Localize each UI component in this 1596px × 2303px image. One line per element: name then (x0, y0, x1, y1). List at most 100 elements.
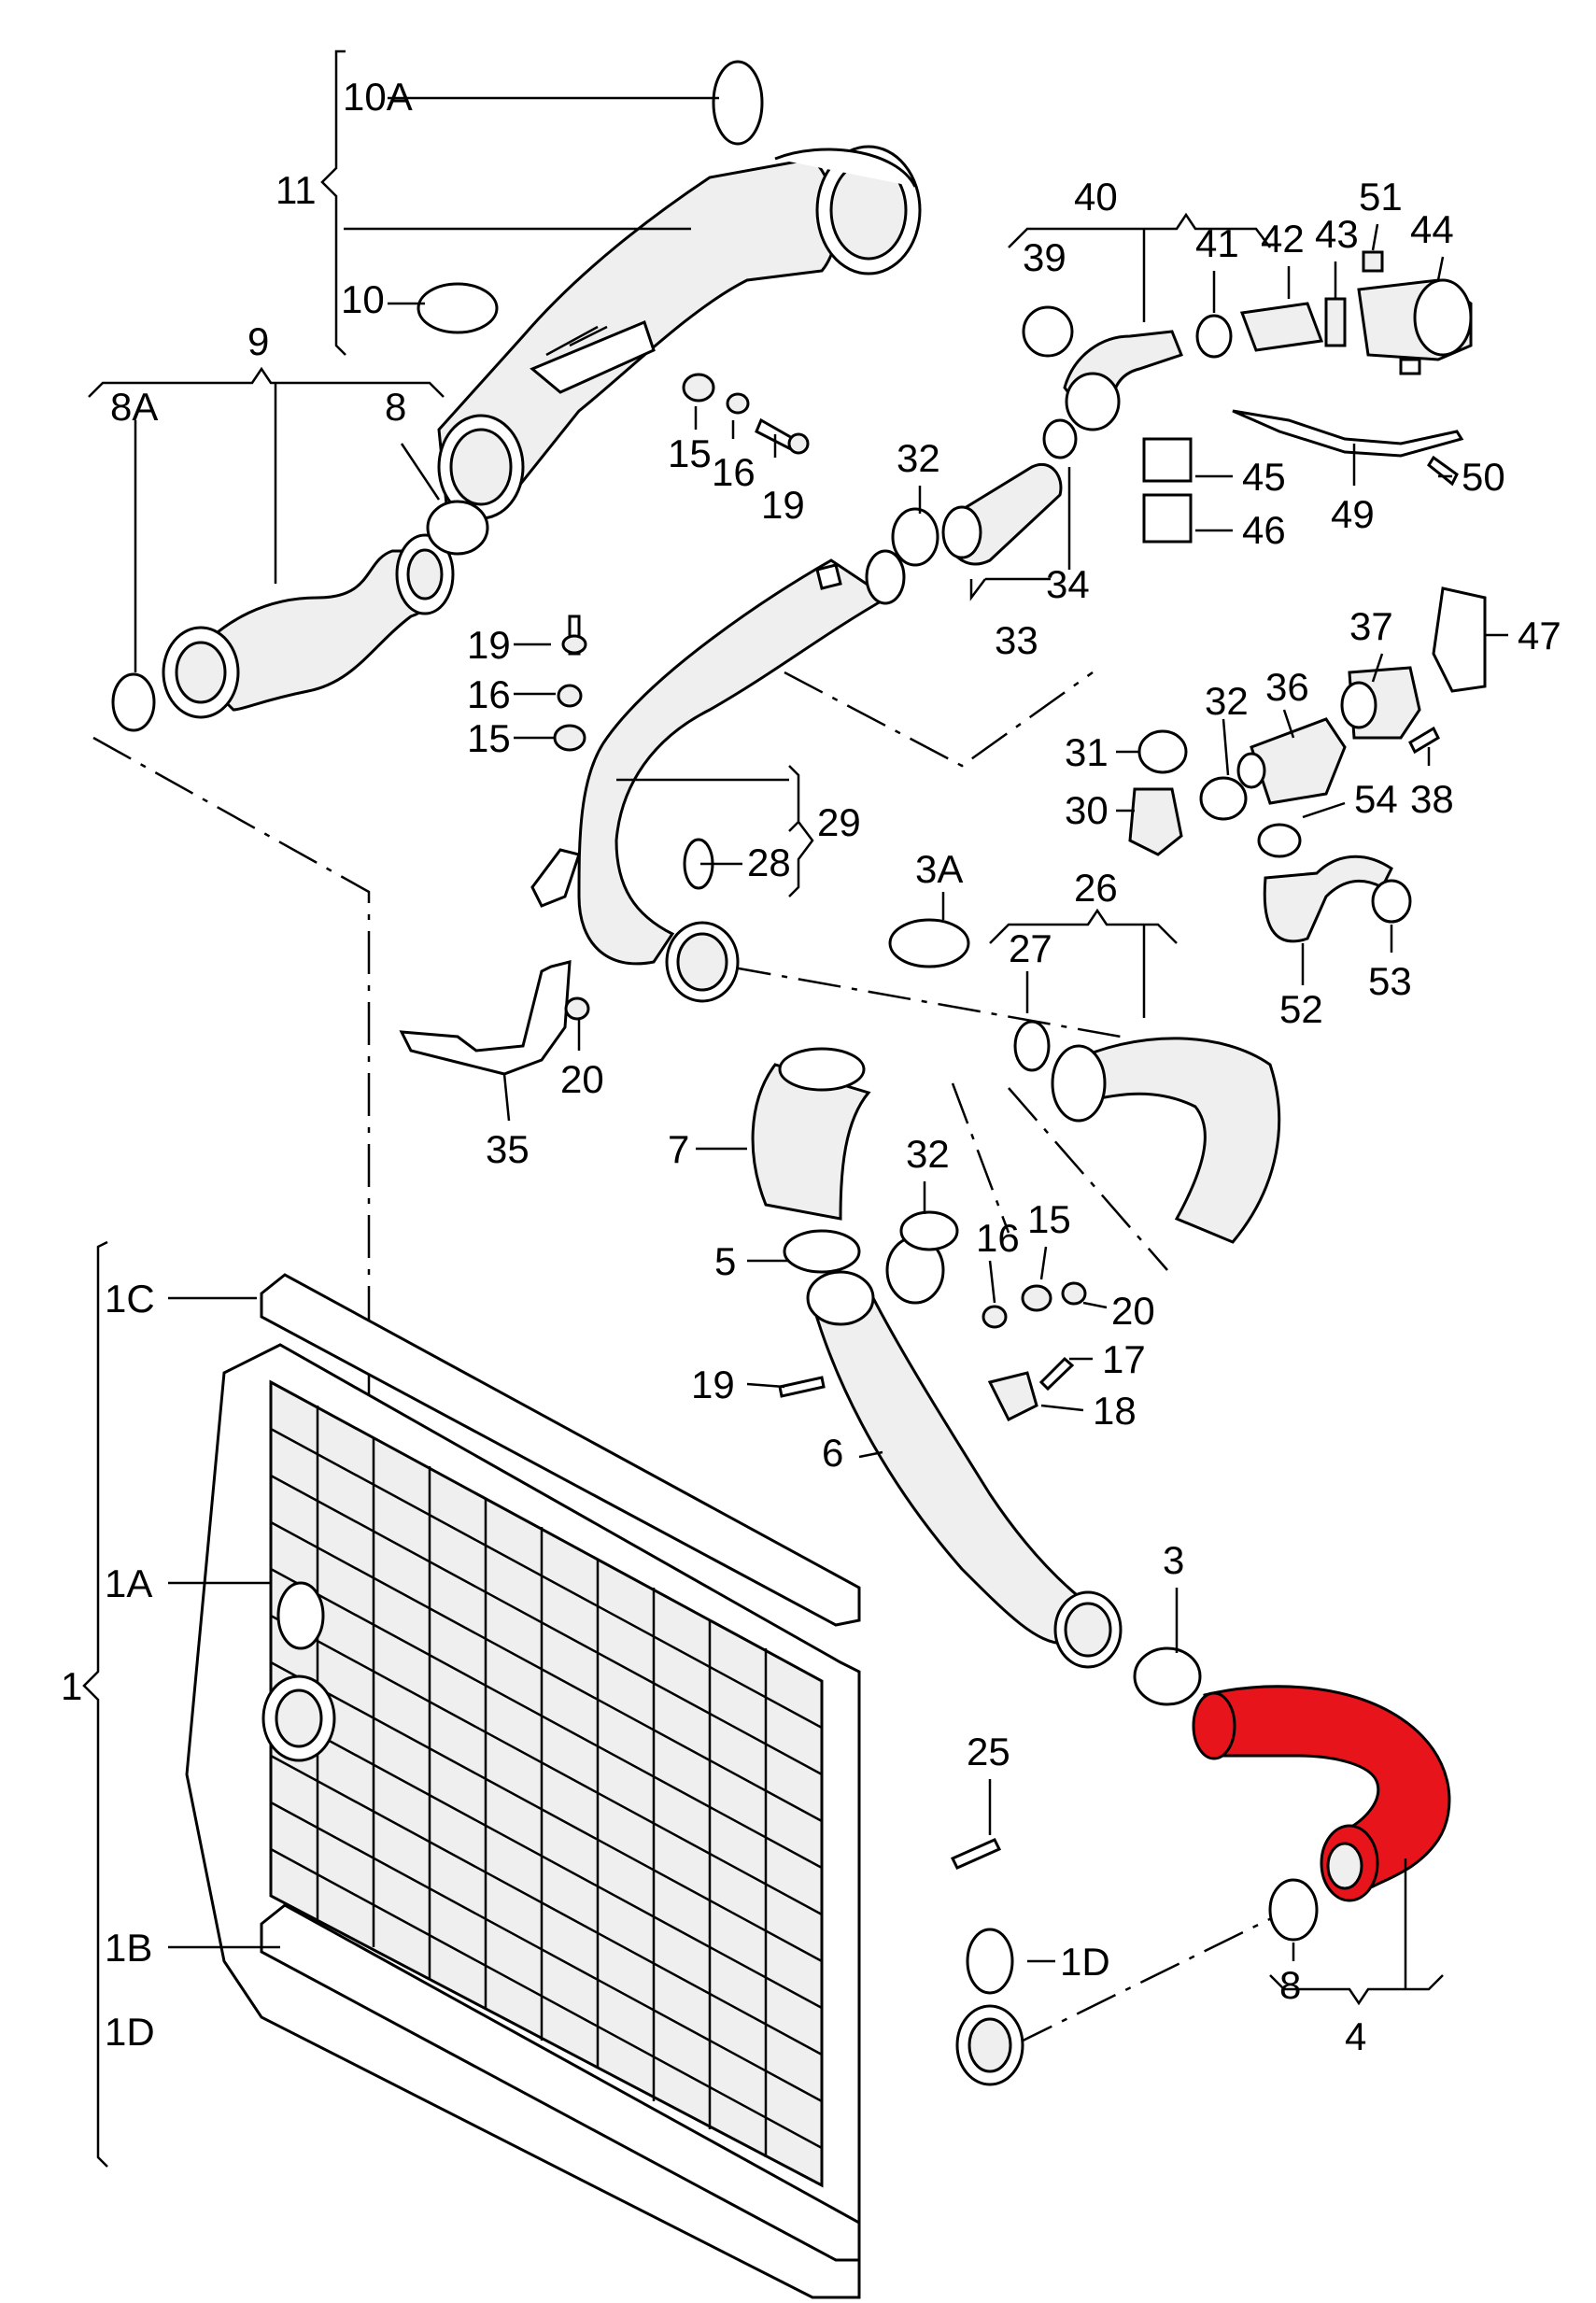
label-53: 53 (1368, 959, 1412, 1003)
label-8: 8 (1279, 1963, 1301, 2007)
part-10-seal (417, 282, 499, 334)
part-49-bracket (1232, 409, 1464, 458)
part-43-ring (1324, 297, 1347, 347)
part-51-nut (1362, 250, 1384, 273)
part-34-oring (1042, 418, 1078, 459)
label-32: 32 (906, 1132, 950, 1176)
part-26-hose (1051, 1037, 1281, 1244)
part-33-hose (941, 462, 1063, 566)
part-45-clip (1142, 437, 1193, 483)
label-1D: 1D (105, 2010, 155, 2054)
label-25: 25 (967, 1730, 1010, 1773)
fasteners-left (553, 615, 587, 752)
part-4-hose-highlighted (1192, 1685, 1451, 1902)
label-37: 37 (1349, 604, 1393, 648)
label-10A: 10A (343, 75, 413, 119)
part-53-clamp (1371, 879, 1412, 924)
label-49: 49 (1331, 492, 1375, 536)
label-47: 47 (1518, 614, 1561, 657)
label-3: 3 (1163, 1538, 1184, 1582)
part-29-pipe (577, 549, 906, 1003)
part-44-valve (1357, 278, 1473, 375)
label-45: 45 (1242, 455, 1286, 499)
part-41-clamp (1195, 314, 1233, 359)
label-9: 9 (247, 319, 269, 363)
label-8A: 8A (110, 385, 158, 429)
label-18: 18 (1093, 1389, 1137, 1433)
part-36-valve (1236, 717, 1347, 805)
part-32-clamp-a (891, 507, 939, 567)
part-52-hose (1263, 855, 1393, 943)
part-42-hose (1239, 302, 1324, 352)
part-8-oring-bottom (1268, 1878, 1319, 1942)
label-52: 52 (1279, 987, 1323, 1031)
part-35-bracket (399, 848, 590, 1076)
label-10: 10 (341, 277, 385, 321)
label-3A: 3A (915, 847, 963, 891)
part-40-hose (1063, 330, 1183, 431)
part-10A-seal (712, 60, 764, 146)
part-1D-seal (966, 1928, 1014, 1995)
label-5: 5 (714, 1239, 736, 1283)
label-16: 16 (976, 1216, 1020, 1260)
part-1C-rail (260, 1273, 861, 1627)
label-38: 38 (1410, 777, 1454, 821)
label-46: 46 (1242, 508, 1286, 552)
label-29: 29 (817, 800, 861, 844)
label-19: 19 (761, 483, 805, 527)
leader-lines (82, 49, 1508, 2168)
label-7: 7 (668, 1127, 689, 1171)
part-39-oring (1022, 305, 1074, 358)
part-labels: 10A 11 10 9 8A 8 15 16 19 19 16 15 32 34… (61, 75, 1561, 2058)
label-44: 44 (1410, 207, 1454, 251)
part-6-pipe (806, 1236, 1123, 1669)
label-16: 16 (712, 450, 756, 494)
part-25-bolt (950, 1838, 1002, 1870)
label-16: 16 (467, 672, 511, 716)
label-20: 20 (560, 1057, 604, 1101)
part-30-elbow (1128, 787, 1183, 856)
part-1A-seal (276, 1581, 325, 1650)
label-36: 36 (1265, 665, 1309, 709)
part-9-hose (162, 533, 455, 719)
part-32-clamp-b (1199, 776, 1248, 821)
label-1C: 1C (105, 1277, 155, 1321)
part-27-oring (1013, 1020, 1051, 1072)
label-43: 43 (1315, 212, 1359, 256)
label-15: 15 (668, 431, 712, 475)
part-8A-oring (111, 672, 156, 732)
label-8: 8 (385, 385, 406, 429)
part-5-clamp (783, 1229, 861, 1274)
label-34: 34 (1046, 562, 1090, 606)
part-50-bolt (1427, 455, 1459, 487)
part-54-clamp (1257, 823, 1302, 858)
label-32: 32 (1205, 679, 1249, 723)
part-31-clamp (1137, 729, 1188, 774)
label-39: 39 (1023, 235, 1066, 279)
label-15: 15 (467, 716, 511, 760)
label-1B: 1B (105, 1926, 152, 1970)
label-15: 15 (1027, 1197, 1071, 1241)
label-1D: 1D (1060, 1940, 1110, 1984)
label-50: 50 (1462, 455, 1505, 499)
label-31: 31 (1065, 730, 1109, 774)
part-32-clamp-c (899, 1210, 959, 1251)
label-42: 42 (1261, 217, 1305, 261)
part-1B-rail (260, 1903, 861, 2262)
label-26: 26 (1074, 866, 1118, 910)
label-19: 19 (467, 623, 511, 667)
label-40: 40 (1074, 175, 1118, 219)
label-51: 51 (1359, 175, 1403, 219)
label-11: 11 (275, 168, 317, 212)
part-8-oring-top (426, 500, 489, 556)
part-11-upper-pipe (437, 145, 922, 526)
label-30: 30 (1065, 788, 1109, 832)
label-35: 35 (486, 1127, 530, 1171)
part-7-hose (751, 1047, 871, 1221)
part-3-clamp (1133, 1646, 1202, 1706)
label-1: 1 (61, 1664, 82, 1708)
label-27: 27 (1009, 926, 1052, 970)
label-28: 28 (747, 841, 791, 884)
label-6: 6 (822, 1431, 843, 1475)
